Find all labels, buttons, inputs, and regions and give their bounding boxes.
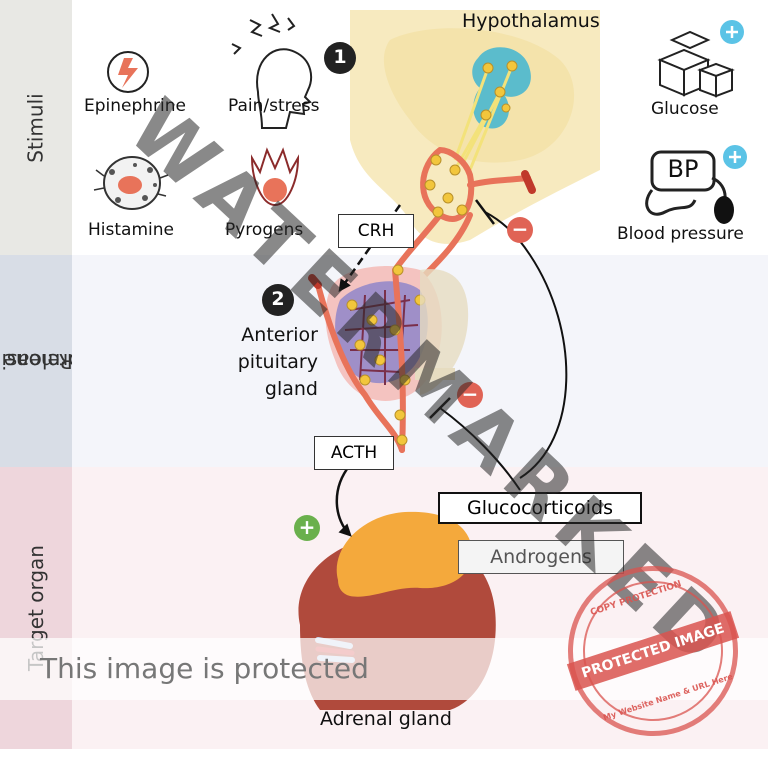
bp-icon-text: BP xyxy=(667,155,699,183)
vessel-dots xyxy=(424,154,468,218)
feedback-to-hypothalamus xyxy=(484,211,568,479)
feedback-bar-top xyxy=(475,199,495,225)
neuron-bodies xyxy=(480,60,518,121)
glucose-icon xyxy=(657,30,735,98)
blood-pressure-label: Blood pressure xyxy=(617,224,744,244)
step-2-number: 2 xyxy=(271,288,285,310)
hypothalamus-label: Hypothalamus xyxy=(462,10,600,32)
plus-sign-acth xyxy=(294,515,320,541)
stimuli-band xyxy=(0,0,72,255)
anterior-pituitary-label: Anterior pituitary gland xyxy=(206,322,318,403)
pyrogens-label: Pyrogens xyxy=(225,220,304,240)
histamine-icon xyxy=(93,156,169,210)
glucose-plus-badge xyxy=(720,20,744,44)
adrenal-cortex-shape xyxy=(336,511,473,597)
pain-stress-icon xyxy=(231,13,313,129)
plus-glyph-acth: + xyxy=(298,515,316,539)
minus-glyph-top: − xyxy=(511,217,529,241)
minus-glyph-bottom: − xyxy=(461,382,479,406)
adrenal-gland-label: Adrenal gland xyxy=(320,708,452,730)
acth-box: ACTH xyxy=(314,436,394,470)
acth-arrow xyxy=(335,464,352,537)
releasing-hormone-band xyxy=(0,255,72,467)
target-organ-band xyxy=(0,467,72,749)
anterior-pituitary-label-line2: pituitary xyxy=(237,351,318,373)
glucose-label: Glucose xyxy=(651,99,719,119)
crh-box: CRH xyxy=(338,214,414,248)
step-1-marker xyxy=(324,42,356,74)
pituitary-stalk xyxy=(415,368,455,380)
posterior-pituitary-shape xyxy=(420,269,469,395)
androgens-box: Androgens xyxy=(458,540,624,574)
pituitary-vessel-left xyxy=(315,282,405,453)
pituitary-dots xyxy=(346,264,426,446)
bp-plus-badge xyxy=(723,145,747,169)
blood-pressure-icon xyxy=(645,150,734,224)
anterior-pituitary-label-line3: gland xyxy=(264,378,318,400)
protected-banner-text: This image is protected xyxy=(40,652,369,685)
anterior-pituitary-label-line1: Anterior xyxy=(241,324,318,346)
epinephrine-icon xyxy=(107,51,149,93)
glucocorticoids-box: Glucocorticoids xyxy=(438,492,642,524)
minus-sign-bottom xyxy=(457,382,483,408)
pyrogens-icon xyxy=(250,147,300,207)
feedback-bar-bottom xyxy=(429,397,451,419)
epinephrine-label: Epinephrine xyxy=(84,96,186,116)
pain-stress-label: Pain/stress xyxy=(228,96,320,116)
minus-sign-top xyxy=(507,217,533,243)
vessel-end xyxy=(521,170,536,194)
hypothalamic-neurons xyxy=(450,65,514,176)
histamine-label: Histamine xyxy=(88,220,174,240)
step-2-marker xyxy=(262,284,294,316)
vessel-end-left xyxy=(308,274,322,289)
feedback-to-pituitary xyxy=(439,407,521,491)
step-1-number: 1 xyxy=(333,46,347,68)
pituitary-vessel-center xyxy=(392,267,406,453)
